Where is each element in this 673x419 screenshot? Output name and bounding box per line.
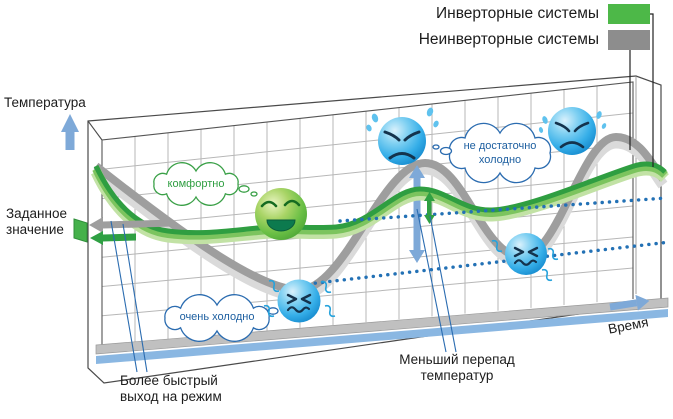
y-axis-label: Температура [4, 95, 86, 110]
smaller-temperature-variation-label: Меньший перепад температур [399, 352, 515, 383]
dotted-guides [306, 196, 672, 286]
temperature-axis-arrow [61, 114, 79, 150]
angry-smiley-1 [366, 107, 439, 165]
bubble-text-very-cold: очень холодно [179, 311, 255, 323]
legend-swatch-inverter [608, 4, 650, 24]
inverter-curve [91, 161, 669, 245]
setpoint-arrows [73, 217, 173, 245]
angry-smiley-2 [538, 107, 607, 155]
thought-cloud-comfortable [153, 162, 258, 206]
faster-startup-label: Более быстрый выход на режим [120, 373, 222, 404]
setpoint-label: Заданное значение [6, 206, 67, 237]
bubble-text-not-cold-enough: не достаточно холодно [463, 140, 537, 166]
cold-smiley-2 [491, 233, 559, 282]
cold-smiley-1 [263, 279, 336, 323]
temperature-delta-arrow-green [424, 192, 435, 224]
legend: Инверторные системы Неинверторные систем… [419, 4, 650, 50]
temperature-delta-arrow-blue [409, 165, 425, 263]
time-axis-arrow [609, 294, 650, 311]
bubble-text-comfortable: комфортно [167, 178, 225, 190]
callout-lines [110, 208, 457, 373]
happy-smiley [255, 188, 307, 240]
sweat-drops-icon [538, 111, 607, 133]
sweat-drops-icon [366, 107, 439, 132]
thought-cloud-not-cold-enough [432, 122, 552, 184]
shiver-marks-icon [263, 279, 336, 318]
smile-mouth-icon [266, 219, 296, 232]
setpoint-tag [73, 218, 88, 243]
shiver-marks-icon [491, 239, 559, 282]
legend-item-non-inverter: Неинверторные системы [419, 30, 650, 50]
smile-eye-icon [260, 200, 278, 208]
legend-label-inverter: Инверторные системы [436, 5, 599, 22]
legend-swatch-non-inverter [608, 30, 650, 50]
legend-label-non-inverter: Неинверторные системы [418, 31, 599, 48]
thought-cloud-very-cold [164, 294, 286, 342]
non-inverter-curve [92, 132, 668, 302]
legend-connector-lines [629, 13, 654, 167]
legend-item-inverter: Инверторные системы [419, 4, 650, 24]
